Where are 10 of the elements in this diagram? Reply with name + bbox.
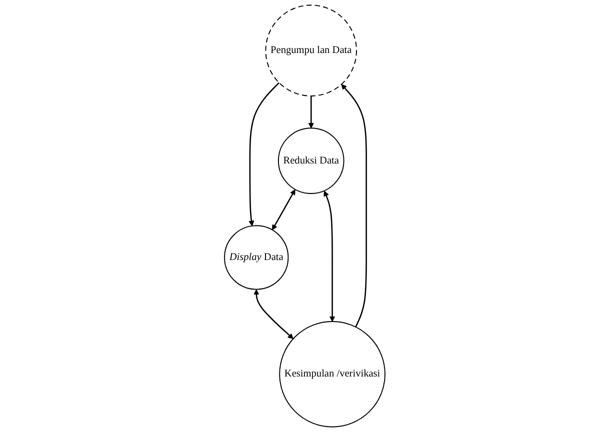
node-circle: Kesimpulan /verivikasi [278,320,386,428]
node-circle: Reduksi Data [278,128,344,194]
arrow [272,189,296,230]
arrow [323,190,335,322]
node-circle: Pengumpu lan Data [264,4,357,96]
arrow [340,84,367,328]
node-circle: Display Data [224,225,288,290]
arrow [248,82,280,226]
arrow [253,289,294,340]
arrow [308,96,314,128]
